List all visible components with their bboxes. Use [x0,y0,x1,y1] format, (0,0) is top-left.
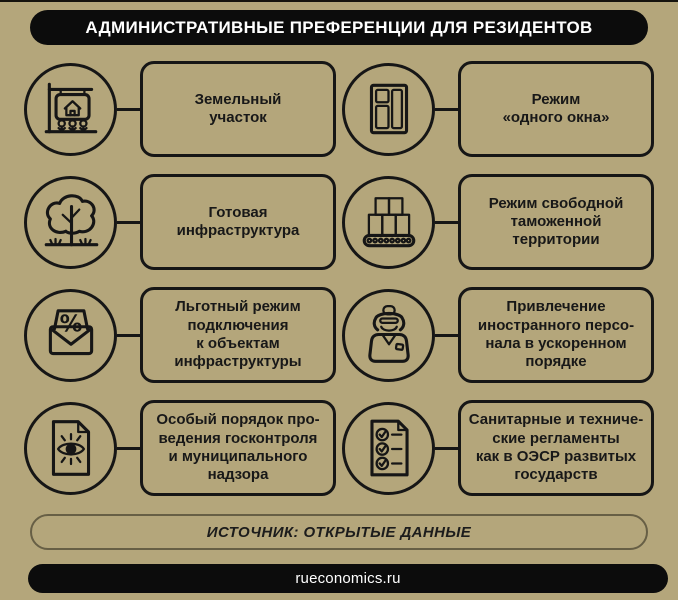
item-label: Санитарные и техниче- ские регламенты ка… [468,411,644,484]
page-title: АДМИНИСТРАТИВНЫЕ ПРЕФЕРЕНЦИИ ДЛЯ РЕЗИДЕН… [30,10,648,45]
item-box: Земельный участок [140,61,336,157]
item-box: Готовая инфраструктура [140,174,336,270]
item-infrastructure: Готовая инфраструктура [24,174,336,270]
item-box: Режим свободной таможенной территории [458,174,654,270]
item-label: Земельный участок [194,90,282,126]
item-sanitary-regulations: Санитарные и техниче- ские регламенты ка… [342,400,654,496]
item-land-plot: Земельный участок [24,61,336,157]
item-box: Привлечение иностранного персо- нала в у… [458,287,654,383]
person-icon [342,288,435,382]
item-label: Особый порядок про- ведения госконтроля … [156,411,320,484]
conveyor-boxes-icon [342,175,435,269]
item-label: Режим свободной таможенной территории [488,194,624,249]
item-label: Готовая инфраструктура [176,203,300,239]
item-box: Режим «одного окна» [458,61,654,157]
connector-line [435,220,458,224]
window-icon [342,62,435,156]
connector-line [435,333,458,337]
envelope-percent-icon: % [24,288,117,382]
connector-line [117,107,140,111]
row-3: % Льготный режим подключения к объектам … [24,287,654,383]
percent-glyph: % [59,311,82,337]
item-label: Режим «одного окна» [502,90,610,126]
land-plot-sign-icon [24,62,117,156]
page-title-text: АДМИНИСТРАТИВНЫЕ ПРЕФЕРЕНЦИИ ДЛЯ РЕЗИДЕН… [85,17,593,37]
items-grid: Земельный участок Режим «одного окна» [24,61,654,496]
item-label: Привлечение иностранного персо- нала в у… [477,298,635,371]
row-2: Готовая инфраструктура [24,174,654,270]
source-bar: ИСТОЧНИК: ОТКРЫТЫЕ ДАННЫЕ [30,514,648,550]
item-label: Льготный режим подключения к объектам ин… [174,298,302,371]
eye-document-icon [24,401,117,495]
connector-line [117,446,140,450]
connector-line [435,107,458,111]
item-single-window: Режим «одного окна» [342,61,654,157]
connector-line [435,446,458,450]
item-box: Особый порядок про- ведения госконтроля … [140,400,336,496]
item-state-control: Особый порядок про- ведения госконтроля … [24,400,336,496]
item-box: Санитарные и техниче- ские регламенты ка… [458,400,654,496]
source-label: ИСТОЧНИК: ОТКРЫТЫЕ ДАННЫЕ [206,523,472,541]
connector-line [117,220,140,224]
footer-bar: rueconomics.ru [28,564,668,593]
item-foreign-personnel: Привлечение иностранного персо- нала в у… [342,287,654,383]
site-url: rueconomics.ru [295,570,401,587]
tree-icon [24,175,117,269]
item-preferential-connection: % Льготный режим подключения к объектам … [24,287,336,383]
row-4: Особый порядок про- ведения госконтроля … [24,400,654,496]
checklist-icon [342,401,435,495]
item-free-customs: Режим свободной таможенной территории [342,174,654,270]
row-1: Земельный участок Режим «одного окна» [24,61,654,157]
connector-line [117,333,140,337]
item-box: Льготный режим подключения к объектам ин… [140,287,336,383]
